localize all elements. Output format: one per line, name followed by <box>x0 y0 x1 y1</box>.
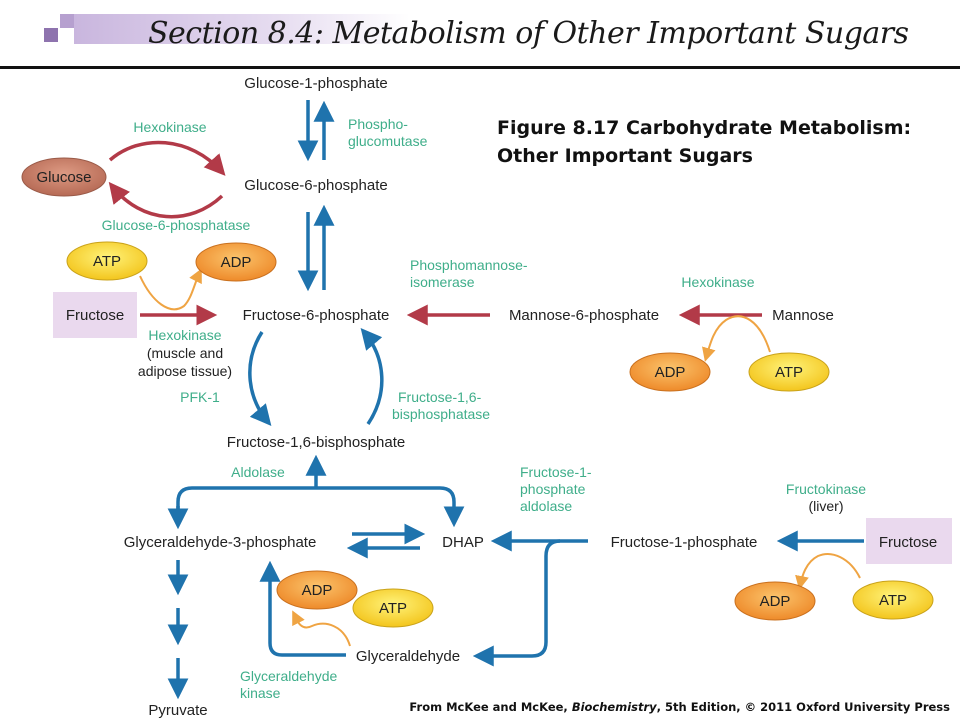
fructose-highlight-right <box>866 518 952 564</box>
arrow-g6pase <box>108 181 224 219</box>
pill-atp-1: ATP <box>66 241 148 281</box>
compound-mannose: Mannose <box>772 307 834 324</box>
enzyme-hexokinase-mannose: Hexokinase <box>681 274 754 290</box>
pill-atp-4: ATP <box>852 580 934 620</box>
pill-adp-1: ADP <box>195 242 277 282</box>
enzyme-phosphoglucomutase-line1: Phospho- <box>348 116 408 132</box>
compound-glucose-1-phosphate: Glucose-1-phosphate <box>244 75 387 92</box>
pill-atp-2: ATP <box>748 352 830 392</box>
credit-prefix: From McKee and McKee, <box>409 700 572 714</box>
pill-atp-2-label: ATP <box>775 364 803 381</box>
enzyme-fbpase-line2: bisphosphatase <box>392 406 490 422</box>
pill-atp-3-label: ATP <box>379 600 407 617</box>
compound-glucose-6-phosphate: Glucose-6-phosphate <box>244 177 387 194</box>
curve-atp-adp-mannose <box>702 315 771 362</box>
enzyme-glyceraldehyde-kinase-line1: Glyceraldehyde <box>240 668 337 684</box>
arrow-pfk1 <box>248 331 272 427</box>
curve-atp-adp-fructokinase <box>795 553 861 590</box>
decor-square-dark <box>44 28 58 42</box>
pill-adp-1-label: ADP <box>221 254 252 271</box>
enzyme-fructokinase-line1: Fructokinase <box>786 481 866 497</box>
enzyme-hexokinase-muscle-line1: Hexokinase <box>148 327 221 343</box>
blue-arrows <box>167 100 864 700</box>
enzyme-pfk1: PFK-1 <box>180 389 220 405</box>
enzyme-hexokinase-muscle-line2: (muscle and <box>147 345 223 361</box>
pill-atp-1-label: ATP <box>93 253 121 270</box>
pill-adp-4: ADP <box>734 581 816 621</box>
pill-atp-3: ATP <box>352 588 434 628</box>
compound-pyruvate: Pyruvate <box>148 702 207 719</box>
title-bar: Section 8.4: Metabolism of Other Importa… <box>40 10 960 51</box>
enzyme-hexokinase-muscle-line3: adipose tissue) <box>138 363 232 379</box>
enzyme-phosphomannose-isomerase-line1: Phosphomannose- <box>410 257 528 273</box>
orange-curves <box>139 268 861 647</box>
curve-atp-adp-left <box>139 268 202 311</box>
decor-square-light <box>60 14 74 28</box>
enzyme-f1p-aldolase-line2: phosphate <box>520 481 586 497</box>
arrow-fbpase <box>360 327 384 425</box>
compound-fructose-1-phosphate: Fructose-1-phosphate <box>611 534 758 551</box>
enzyme-phosphoglucomutase-line2: glucomutase <box>348 133 428 149</box>
credit-book: Biochemistry <box>571 700 657 714</box>
figure-caption-line1: Figure 8.17 Carbohydrate Metabolism: <box>497 117 912 139</box>
pill-adp-4-label: ADP <box>760 593 791 610</box>
arrow-aldolase-split <box>176 486 465 528</box>
enzyme-fbpase-line1: Fructose-1,6- <box>398 389 482 405</box>
figure-caption: Figure 8.17 Carbohydrate Metabolism: Oth… <box>497 114 947 170</box>
title-band <box>74 14 410 44</box>
compound-fructose-right: Fructose <box>879 534 937 551</box>
pill-adp-3: ADP <box>276 570 358 610</box>
curve-atp-adp-glyceraldehyde <box>292 610 351 647</box>
compound-fructose-left: Fructose <box>66 307 124 324</box>
compound-fructose-6-phosphate: Fructose-6-phosphate <box>243 307 390 324</box>
compound-dhap: DHAP <box>442 534 484 551</box>
fructose-highlight-left <box>53 292 137 338</box>
pill-atp-4-label: ATP <box>879 592 907 609</box>
pill-adp-2: ADP <box>629 352 711 392</box>
compound-glyceraldehyde: Glyceraldehyde <box>356 648 460 665</box>
title-rule <box>0 66 960 69</box>
enzyme-fructokinase-line2: (liver) <box>809 498 844 514</box>
pill-adp-2-label: ADP <box>655 364 686 381</box>
pill-glucose-label: Glucose <box>36 169 91 186</box>
pill-glucose: Glucose <box>21 157 107 197</box>
pill-adp-3-label: ADP <box>302 582 333 599</box>
arrow-f1p-to-glyceraldehyde <box>472 539 561 667</box>
arrow-glyceraldehyde-kinase <box>259 560 346 657</box>
enzyme-aldolase: Aldolase <box>231 464 285 480</box>
compound-fructose-1-6-bisphosphate: Fructose-1,6-bisphosphate <box>227 434 405 451</box>
enzyme-phosphomannose-isomerase-line2: isomerase <box>410 274 475 290</box>
source-credit: From McKee and McKee, Biochemistry, 5th … <box>409 700 950 714</box>
arrow-hexokinase <box>108 140 226 176</box>
enzyme-f1p-aldolase-line3: aldolase <box>520 498 572 514</box>
figure-caption-line2: Other Important Sugars <box>497 145 753 167</box>
enzyme-hexokinase: Hexokinase <box>133 119 206 135</box>
compound-mannose-6-phosphate: Mannose-6-phosphate <box>509 307 659 324</box>
credit-suffix: , 5th Edition, © 2011 Oxford University … <box>656 700 950 714</box>
page-title: Section 8.4: Metabolism of Other Importa… <box>148 16 909 51</box>
enzyme-glyceraldehyde-kinase-line2: kinase <box>240 685 281 701</box>
enzyme-f1p-aldolase-line1: Fructose-1- <box>520 464 592 480</box>
compound-glyceraldehyde-3-phosphate: Glyceraldehyde-3-phosphate <box>124 534 317 551</box>
enzyme-glucose-6-phosphatase: Glucose-6-phosphatase <box>102 217 251 233</box>
red-arrows <box>108 140 762 326</box>
